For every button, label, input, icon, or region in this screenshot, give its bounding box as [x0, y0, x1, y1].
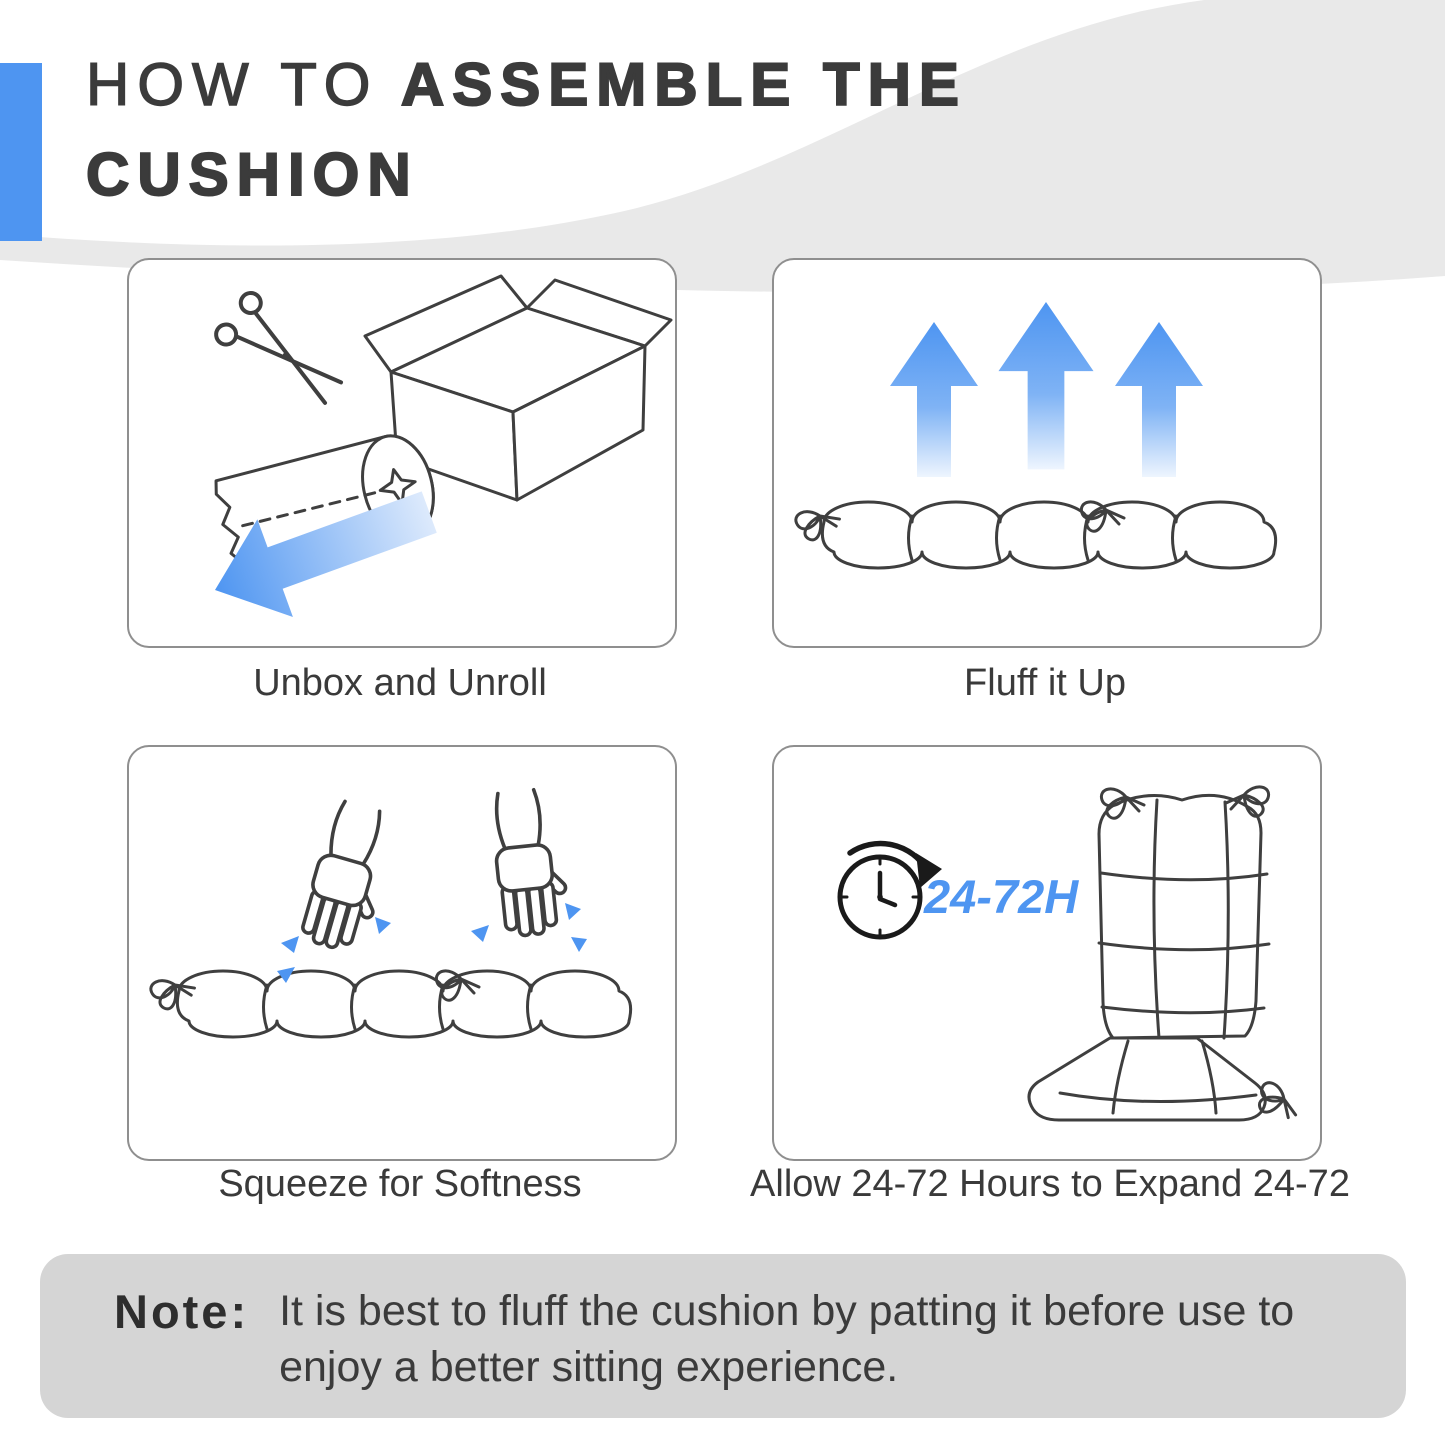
note-label: Note:: [114, 1285, 250, 1338]
panel-unbox-and-unroll: [127, 258, 677, 648]
chair-cushion-icon: [1027, 785, 1306, 1128]
title-accent-bar: [0, 63, 42, 241]
title-emphasis: ASSEMBLE THE: [400, 50, 967, 119]
caption-unbox-and-unroll: Unbox and Unroll: [253, 662, 547, 704]
caption-allow-expand: Allow 24-72 Hours to Expand 24-72: [750, 1163, 1350, 1205]
panel-allow-expand: 24-72H: [772, 745, 1322, 1161]
fluff-arrows-icon: [890, 302, 1203, 477]
squeeze-illustration: [147, 785, 633, 1039]
fluff-illustration: [792, 302, 1278, 570]
title-line2: CUSHION: [85, 140, 419, 209]
note-box: Note: It is best to fluff the cushion by…: [40, 1254, 1406, 1418]
squeeze-marks-icon: [277, 903, 587, 983]
caption-fluff-it-up: Fluff it Up: [964, 662, 1126, 704]
panel-fluff-it-up: [772, 258, 1322, 648]
panel-squeeze-for-softness: [127, 745, 677, 1161]
clock-icon: [837, 840, 942, 940]
clock-duration-label: 24-72H: [923, 870, 1079, 923]
note-text: It is best to fluff the cushion by patti…: [279, 1287, 1295, 1391]
cushion-side-icon: [147, 969, 633, 1039]
pressing-hand-icon: [295, 785, 575, 959]
unroll-arrow-icon: [215, 491, 437, 617]
page-title: HOW TO ASSEMBLE THE CUSHION: [85, 40, 967, 220]
header-background-wave: [0, 0, 1445, 293]
open-box-icon: [363, 274, 673, 502]
expand-illustration: 24-72H: [837, 785, 1306, 1128]
scissors-icon: [214, 290, 344, 405]
caption-squeeze-for-softness: Squeeze for Softness: [218, 1163, 582, 1205]
title-prefix: HOW TO: [85, 50, 379, 118]
unbox-illustration: [214, 274, 673, 617]
cushion-side-icon: [792, 500, 1278, 570]
